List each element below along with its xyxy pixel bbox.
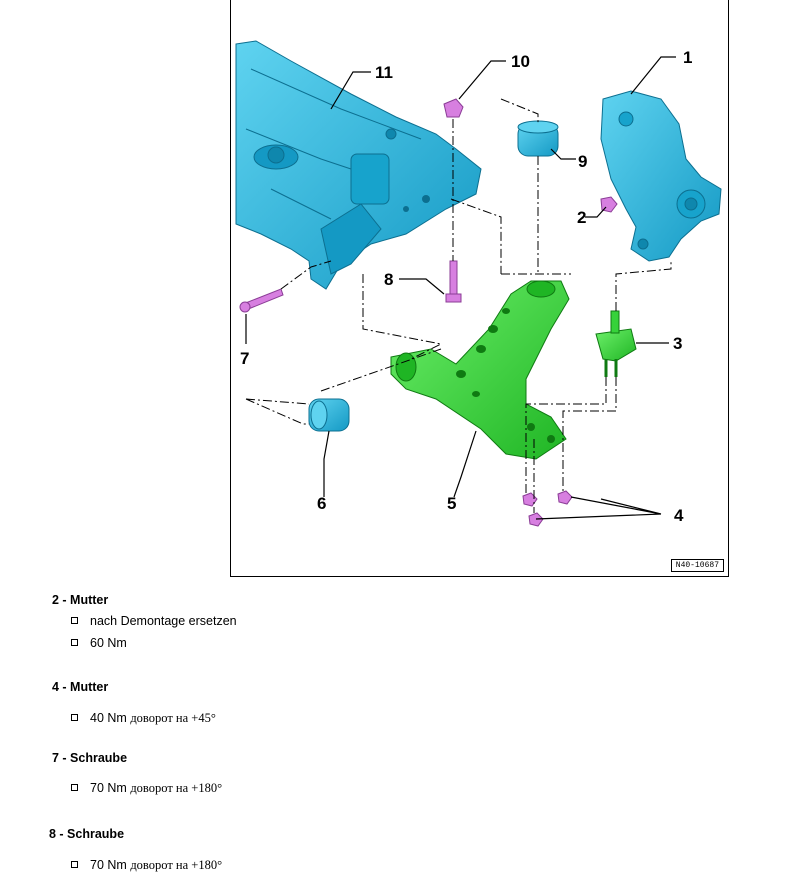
item-4-line-1: 40 Nm доворот на +45° bbox=[71, 711, 216, 726]
item-2-line-1: nach Demontage ersetzen bbox=[71, 614, 237, 628]
item-7-line-1: 70 Nm доворот на +180° bbox=[71, 781, 222, 796]
item-8-line-1: 70 Nm доворот на +180° bbox=[71, 858, 222, 873]
bushing-6-part bbox=[308, 398, 350, 432]
item-2-line-2-text: 60 Nm bbox=[90, 636, 127, 650]
item-7-line-1-suffix: доворот на +180° bbox=[130, 781, 223, 795]
callout-11: 11 bbox=[375, 63, 393, 82]
callout-4: 4 bbox=[674, 506, 684, 525]
item-7-title: 7 - Schraube bbox=[52, 751, 128, 765]
callout-1: 1 bbox=[683, 48, 692, 67]
item-8-title: 8 - Schraube bbox=[49, 827, 125, 841]
callout-5: 5 bbox=[447, 494, 456, 513]
item-8-line-1-suffix: доворот на +180° bbox=[130, 858, 223, 872]
ball-joint-part bbox=[595, 310, 637, 377]
callout-10: 10 bbox=[511, 52, 530, 71]
item-8-line-1-text: 70 Nm bbox=[90, 858, 127, 872]
item-4-line-1-suffix: доворот на +45° bbox=[130, 711, 216, 725]
item-7-line-1-text: 70 Nm bbox=[90, 781, 127, 795]
item-2-line-2: 60 Nm bbox=[71, 636, 127, 650]
checkbox-bullet-icon bbox=[71, 639, 78, 647]
callout-9: 9 bbox=[578, 152, 587, 171]
checkbox-bullet-icon bbox=[71, 784, 78, 792]
control-arm-part bbox=[390, 280, 570, 460]
item-2-title: 2 - Mutter bbox=[52, 593, 109, 607]
callout-labels: 1 2 3 4 5 6 7 8 9 10 11 bbox=[240, 48, 692, 525]
checkbox-bullet-icon bbox=[71, 617, 78, 625]
item-2-line-1-text: nach Demontage ersetzen bbox=[90, 614, 237, 628]
item-4-title: 4 - Mutter bbox=[52, 680, 109, 694]
wheel-bearing-housing-part bbox=[600, 90, 722, 262]
exploded-view-figure: 1 2 3 4 5 6 7 8 9 10 11 N40-10687 bbox=[230, 0, 729, 577]
figure-reference-code: N40-10687 bbox=[670, 559, 724, 572]
subframe-part bbox=[235, 40, 482, 290]
bushing-9-part bbox=[517, 120, 559, 157]
checkbox-bullet-icon bbox=[71, 861, 78, 869]
assembly-lines bbox=[245, 98, 672, 513]
callout-6: 6 bbox=[317, 494, 326, 513]
callout-2: 2 bbox=[577, 208, 586, 227]
callout-3: 3 bbox=[673, 334, 682, 353]
checkbox-bullet-icon bbox=[71, 714, 78, 722]
leader-lines bbox=[245, 56, 676, 520]
item-4-line-1-text: 40 Nm bbox=[90, 711, 127, 725]
callout-7: 7 bbox=[240, 349, 249, 368]
callout-8: 8 bbox=[384, 270, 393, 289]
fastener-parts bbox=[239, 98, 618, 527]
suspension-diagram: 1 2 3 4 5 6 7 8 9 10 11 bbox=[235, 40, 722, 527]
